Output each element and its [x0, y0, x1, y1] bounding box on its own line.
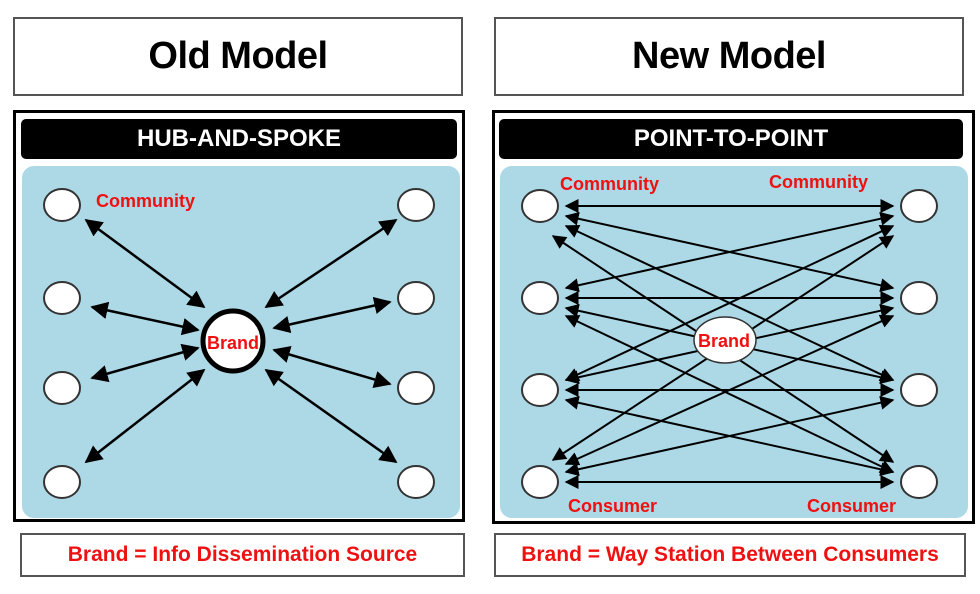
old-nodes — [43, 188, 435, 499]
old-node-left-2 — [43, 281, 81, 315]
old-node-right-3 — [397, 371, 435, 405]
old-node-left-3 — [43, 371, 81, 405]
new-node-left-2 — [521, 281, 559, 315]
new-community-right-label: Community — [769, 172, 868, 192]
old-node-left-4 — [43, 465, 81, 499]
new-node-left-1 — [521, 189, 559, 223]
old-model-caption-text: Brand = Info Dissemination Source — [67, 543, 418, 566]
new-nodes — [521, 189, 938, 499]
new-node-left-4 — [521, 465, 559, 499]
old-model-title: Old Model — [13, 17, 463, 96]
spoke-right-4 — [264, 368, 398, 464]
old-node-right-2 — [397, 281, 435, 315]
new-model-title-text: New Model — [632, 35, 826, 77]
new-model-caption: Brand = Way Station Between Consumers — [494, 533, 966, 577]
spoke-right-2 — [272, 296, 392, 334]
spoke-left-4 — [84, 368, 206, 464]
spoke-right-1 — [264, 218, 398, 309]
new-node-left-3 — [521, 373, 559, 407]
old-model-title-text: Old Model — [148, 35, 328, 77]
new-node-right-4 — [900, 465, 938, 499]
new-model-title: New Model — [494, 17, 964, 96]
new-node-right-3 — [900, 373, 938, 407]
old-brand-hub — [200, 308, 266, 374]
old-brand-label: Brand — [207, 333, 259, 353]
new-brand-label: Brand — [698, 331, 750, 351]
old-node-right-4 — [397, 465, 435, 499]
old-spokes — [84, 218, 398, 464]
hub-and-spoke-label: HUB-AND-SPOKE — [137, 125, 341, 152]
new-node-right-1 — [900, 189, 938, 223]
old-community-label: Community — [96, 191, 195, 211]
new-model-caption-text: Brand = Way Station Between Consumers — [521, 543, 939, 566]
point-to-point-bar: POINT-TO-POINT — [499, 119, 963, 159]
spoke-left-2 — [90, 301, 200, 336]
new-consumer-right-label: Consumer — [807, 496, 896, 516]
old-node-left-1 — [43, 188, 81, 222]
new-consumer-left-label: Consumer — [568, 496, 657, 516]
new-node-right-2 — [900, 281, 938, 315]
hub-and-spoke-bar: HUB-AND-SPOKE — [21, 119, 457, 159]
new-connections — [551, 199, 895, 489]
old-node-right-1 — [397, 188, 435, 222]
old-model-caption: Brand = Info Dissemination Source — [20, 533, 465, 577]
spoke-left-1 — [84, 218, 206, 309]
new-community-left-label: Community — [560, 174, 659, 194]
point-to-point-label: POINT-TO-POINT — [633, 125, 829, 152]
new-brand-node — [693, 316, 757, 364]
